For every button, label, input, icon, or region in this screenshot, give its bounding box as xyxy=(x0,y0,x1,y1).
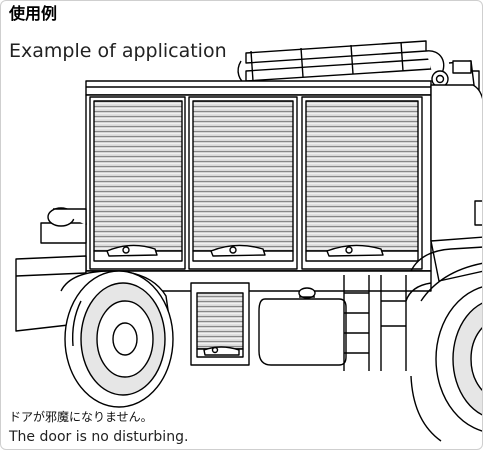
heading-en: Example of application xyxy=(9,40,229,62)
caption-ja: ドアが邪魔になりません。 xyxy=(9,410,153,425)
caption-en: The door is no disturbing. xyxy=(9,429,189,446)
heading-ja: 使用例 xyxy=(9,4,58,23)
